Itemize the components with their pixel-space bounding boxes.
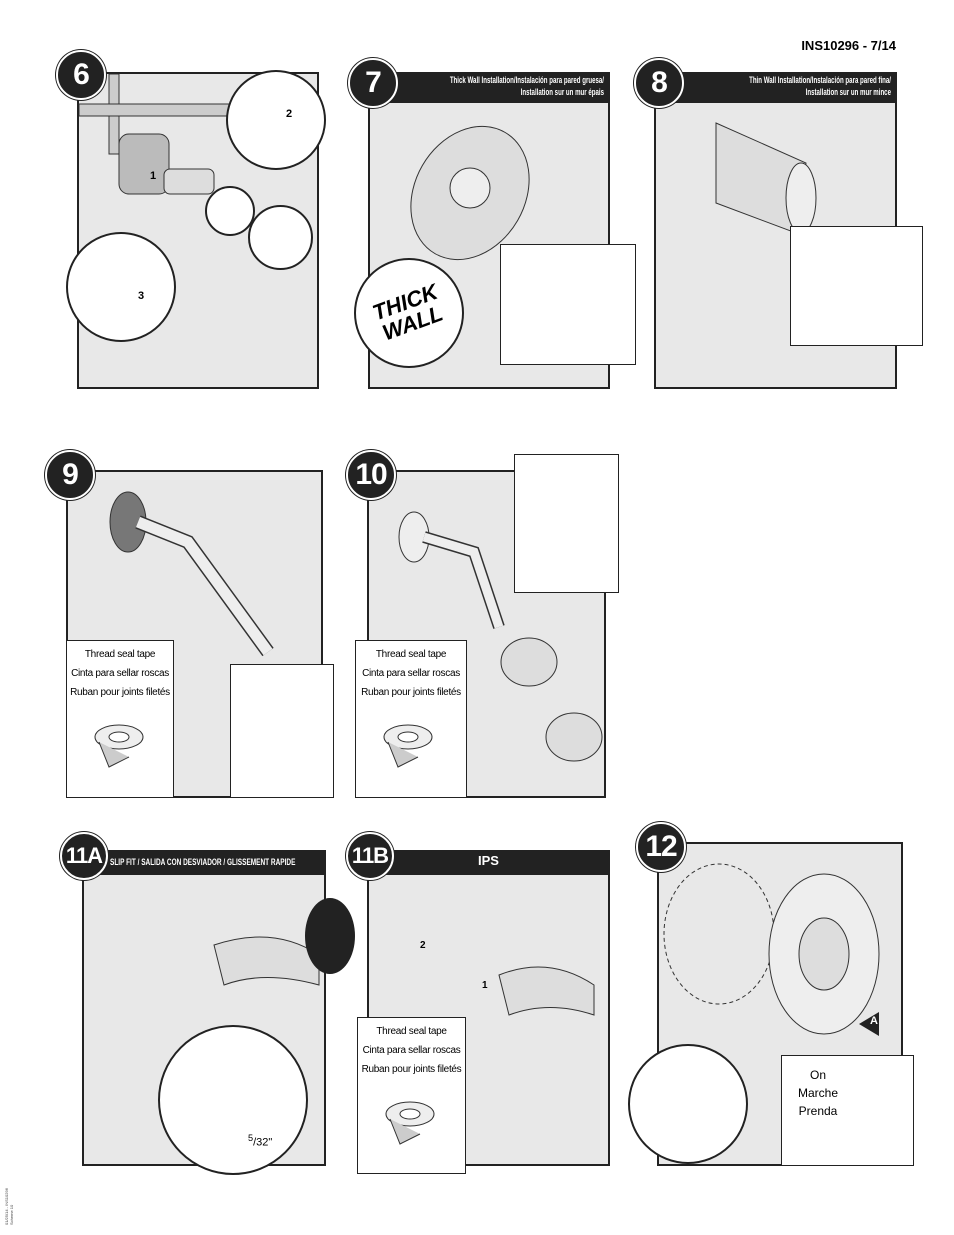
tape-roll-icon — [385, 1101, 435, 1145]
step-7-badge: 7 — [348, 58, 398, 108]
step-11b-badge: 11B — [346, 832, 394, 880]
step-12-badge: 12 — [636, 822, 686, 872]
step-6-badge: 6 — [56, 50, 106, 100]
or-badge — [305, 898, 355, 974]
step-7-header: Thick Wall Installation/Instalación para… — [368, 72, 610, 102]
ips-spout-illustration — [498, 966, 595, 1016]
step-9-arm-inset — [230, 664, 334, 798]
thread-tape-box-9: Thread seal tape Cinta para sellar rosca… — [66, 640, 174, 798]
step-10-arm-inset — [514, 454, 619, 593]
step-6-detail-circle-right — [248, 205, 313, 270]
tape-roll-icon — [94, 724, 144, 768]
step-6-detail-circle-mid — [205, 186, 255, 236]
hex-key-detail-circle: 5/32" — [158, 1025, 308, 1175]
tape-roll-icon — [383, 724, 433, 768]
hex-key-size: 5/32" — [248, 1133, 273, 1149]
step-9-badge: 9 — [45, 450, 95, 500]
valve-cartridge-illustration — [79, 74, 230, 195]
step-6-detail-circle-bottom: 3 — [66, 232, 176, 342]
trim-plate-illustration — [663, 863, 880, 1036]
shower-arm-illustration — [109, 491, 274, 657]
thin-wall-sleeve-illustration — [715, 122, 817, 234]
step-6-detail-circle-top: 2 — [226, 70, 326, 170]
step-8-header: Thin Wall Installation/Instalación para … — [654, 72, 897, 102]
screwdriver-detail-circle — [628, 1044, 748, 1164]
step-8-badge: 8 — [634, 58, 684, 108]
document-id: INS10296 - 7/14 — [801, 38, 896, 53]
step-11a-badge: 11A — [60, 832, 108, 880]
thread-tape-box-11b: Thread seal tape Cinta para sellar rosca… — [357, 1017, 466, 1174]
step-10-badge: 10 — [346, 450, 396, 500]
step-7-section-inset — [500, 244, 636, 365]
step-11a-header: SLIP FIT / SALIDA CON DESVIADOR / GLISSE… — [82, 850, 326, 874]
thick-wall-detail-circle: THICK WALL — [354, 258, 464, 368]
step-11b-header: IPS — [367, 850, 610, 874]
showerhead-illustration — [398, 511, 603, 762]
thick-wall-plate-illustration — [410, 125, 530, 261]
step-8-section-inset — [790, 226, 923, 346]
thread-tape-box-10: Thread seal tape Cinta para sellar rosca… — [355, 640, 467, 798]
